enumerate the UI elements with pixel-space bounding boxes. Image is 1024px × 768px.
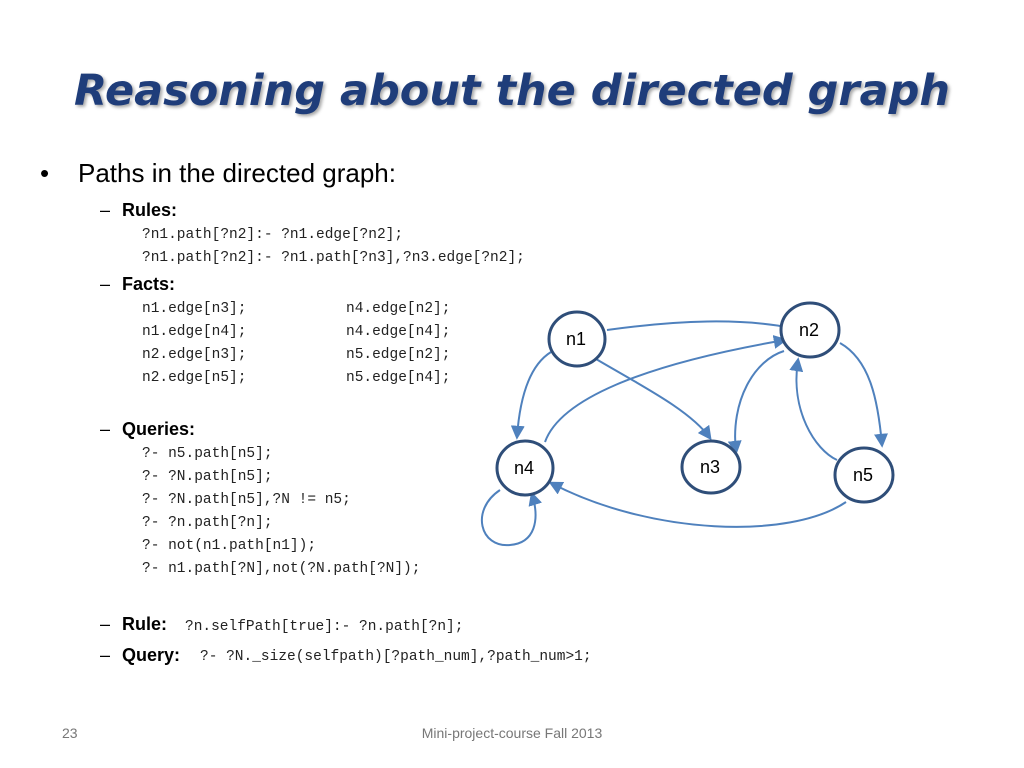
- edge-n1-n4: [510, 351, 552, 440]
- query-line: ?- ?N.path[n5];: [142, 469, 273, 485]
- rules-label: Rules:: [122, 200, 178, 220]
- fact-right: n5.edge[n4];: [346, 370, 451, 386]
- node-label: n1: [566, 329, 586, 349]
- node-n5: n5: [833, 446, 895, 504]
- query-dash: –: [100, 645, 111, 665]
- node-circle: [680, 439, 742, 495]
- queries-label: Queries:: [122, 419, 196, 439]
- rule-line: ?n1.path[?n2]:- ?n1.edge[?n2];: [142, 227, 404, 243]
- rule-line: ?n1.path[?n2]:- ?n1.path[?n3],?n3.edge[?…: [142, 250, 525, 266]
- query-line: ?- ?n.path[?n];: [142, 515, 273, 531]
- query-code: ?- ?N._size(selfpath)[?path_num],?path_n…: [200, 649, 592, 665]
- edge-n2-n3: [727, 350, 785, 455]
- edge-n2-n5: [839, 342, 888, 448]
- node-circle: [495, 439, 555, 497]
- fact-right: n5.edge[n2];: [346, 347, 451, 363]
- query-line: ?- ?N.path[n5],?N != n5;: [142, 492, 351, 508]
- query-label: Query:: [122, 645, 181, 665]
- bullet-dot: •: [40, 158, 50, 188]
- node-label: n3: [700, 457, 720, 477]
- fact-right: n4.edge[n4];: [346, 324, 451, 340]
- query-line: ?- n5.path[n5];: [142, 446, 273, 462]
- edge-n4-n4: [481, 489, 542, 547]
- node-circle: [833, 446, 895, 504]
- fact-left: n2.edge[n5];: [142, 370, 247, 386]
- node-label: n2: [799, 320, 819, 340]
- node-circle: [547, 310, 607, 368]
- bullet-paths: Paths in the directed graph:: [78, 158, 396, 188]
- node-n2: n2: [779, 301, 841, 359]
- edge-n1-n2: [606, 319, 795, 333]
- facts-dash: –: [100, 274, 111, 294]
- edge-n4-n2: [544, 335, 788, 443]
- fact-left: n2.edge[n3];: [142, 347, 247, 363]
- node-n1: n1: [547, 310, 607, 368]
- slide-title: Reasoning about the directed graph: [73, 66, 951, 116]
- rule-dash: –: [100, 614, 111, 634]
- edge-n5-n2: [789, 357, 838, 461]
- node-circle: [779, 301, 841, 359]
- queries-dash: –: [100, 419, 111, 439]
- node-n4: n4: [495, 439, 555, 497]
- node-label: n5: [853, 465, 873, 485]
- rule-label: Rule:: [122, 614, 167, 634]
- node-n3: n3: [680, 439, 742, 495]
- fact-left: n1.edge[n4];: [142, 324, 247, 340]
- rules-dash: –: [100, 200, 111, 220]
- edge-n5-n4: [548, 481, 847, 528]
- page-number: 23: [62, 725, 78, 741]
- node-label: n4: [514, 458, 534, 478]
- fact-right: n4.edge[n2];: [346, 301, 451, 317]
- facts-label: Facts:: [122, 274, 176, 294]
- edge-n1-n3: [595, 358, 712, 441]
- query-line: ?- n1.path[?N],not(?N.path[?N]);: [142, 561, 421, 577]
- query-line: ?- not(n1.path[n1]);: [142, 538, 317, 554]
- footer-text: Mini-project-course Fall 2013: [421, 725, 603, 741]
- rule-code: ?n.selfPath[true]:- ?n.path[?n];: [185, 619, 464, 635]
- fact-left: n1.edge[n3];: [142, 301, 247, 317]
